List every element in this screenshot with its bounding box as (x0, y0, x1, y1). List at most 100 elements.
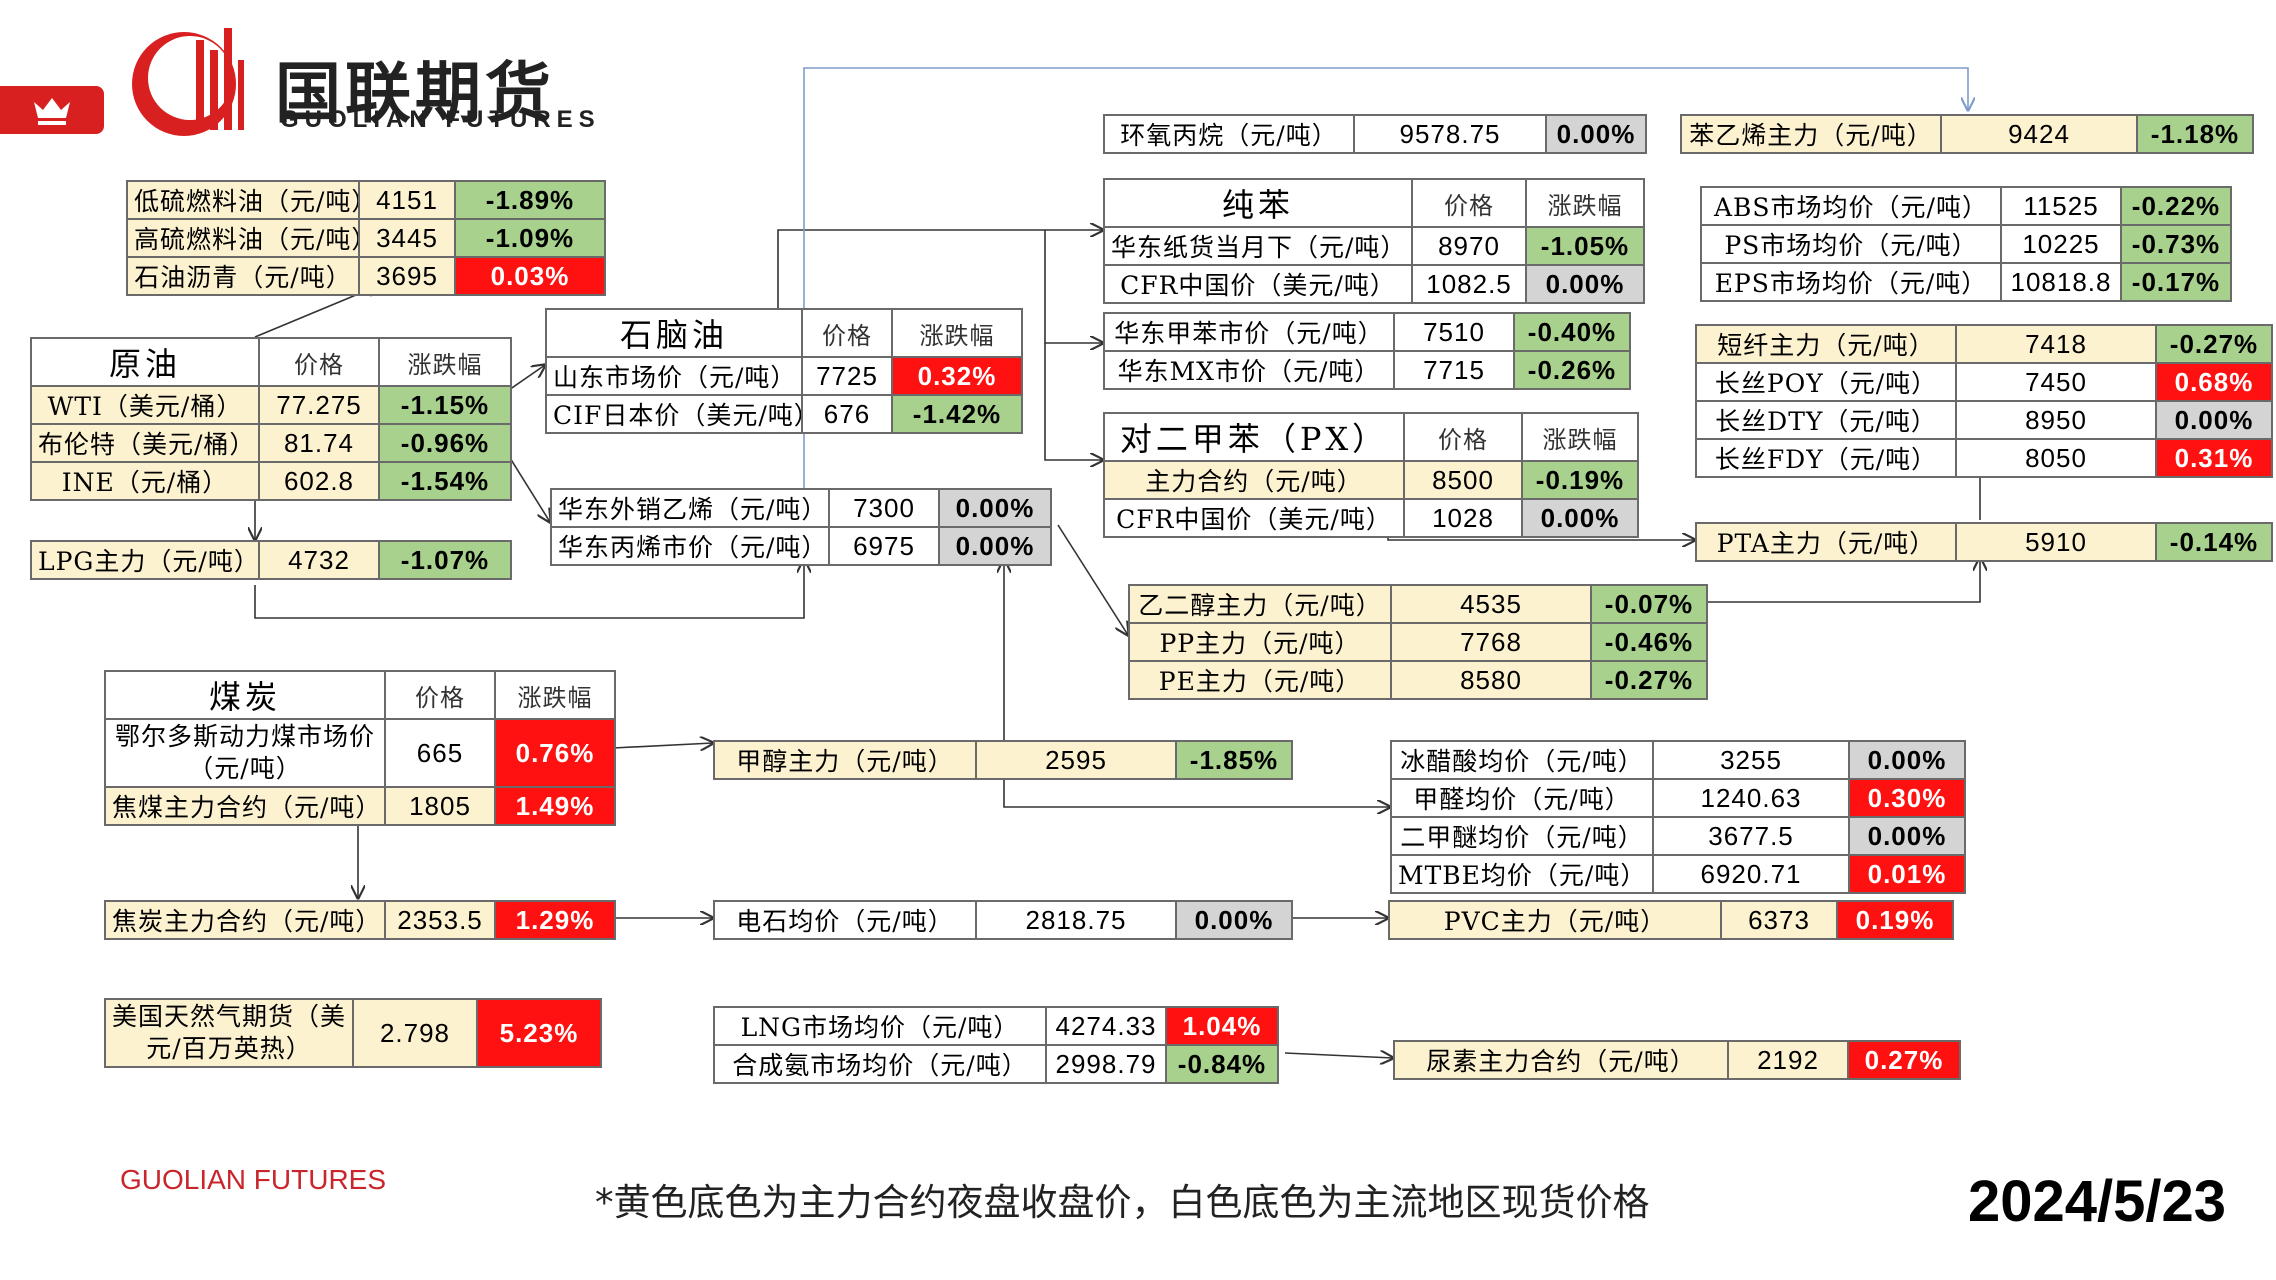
table-title: 对二甲苯（PX） (1103, 412, 1405, 462)
table-header-row: 对二甲苯（PX）价格涨跌幅 (1103, 412, 1639, 462)
item-price: 7725 (801, 356, 893, 396)
item-price: 5910 (1955, 522, 2157, 562)
item-name: 长丝FDY（元/吨） (1695, 438, 1957, 478)
item-name: 冰醋酸均价（元/吨） (1390, 740, 1654, 780)
item-change: -0.40% (1513, 312, 1631, 352)
table-row: LPG主力（元/吨）4732-1.07% (30, 540, 512, 580)
px-table: 对二甲苯（PX）价格涨跌幅主力合约（元/吨）8500-0.19%CFR中国价（美… (1103, 412, 1639, 538)
table-row: CIF日本价（美元/吨）676-1.42% (545, 394, 1023, 434)
item-name: ABS市场均价（元/吨） (1700, 186, 2002, 226)
item-name: 尿素主力合约（元/吨） (1393, 1040, 1729, 1080)
item-name: 长丝DTY（元/吨） (1695, 400, 1957, 440)
item-change: 0.00% (1175, 900, 1293, 940)
methanol-table: 甲醇主力（元/吨）2595-1.85% (713, 740, 1293, 780)
link-coal-methanol (612, 743, 713, 748)
item-price: 9424 (1940, 114, 2138, 154)
item-price: 4732 (258, 540, 380, 580)
item-name: PE主力（元/吨） (1128, 660, 1392, 700)
item-name: 焦炭主力合约（元/吨） (104, 900, 386, 940)
item-name: PP主力（元/吨） (1128, 622, 1392, 662)
item-price: 9578.75 (1353, 114, 1547, 154)
footer-brand: GUOLIAN FUTURES (120, 1164, 387, 1195)
item-change: -0.27% (2155, 324, 2273, 364)
table-row: 华东甲苯市价（元/吨）7510-0.40% (1103, 312, 1631, 352)
price-column-header: 价格 (801, 308, 893, 358)
item-price: 4535 (1390, 584, 1592, 624)
item-change: -0.07% (1590, 584, 1708, 624)
item-name: 华东MX市价（元/吨） (1103, 350, 1395, 390)
item-price: 2998.79 (1045, 1044, 1167, 1084)
item-price: 2192 (1727, 1040, 1849, 1080)
item-name: PTA主力（元/吨） (1695, 522, 1957, 562)
item-name: PVC主力（元/吨） (1388, 900, 1722, 940)
item-name: 低硫燃料油（元/吨） (126, 180, 360, 220)
table-row: 布伦特（美元/桶）81.74-0.96% (30, 423, 512, 463)
guolian-logo-icon (132, 28, 244, 136)
item-name: 甲醇主力（元/吨） (713, 740, 977, 780)
item-change: -0.96% (378, 423, 512, 463)
item-price: 7450 (1955, 362, 2157, 402)
table-row: 合成氨市场均价（元/吨）2998.79-0.84% (713, 1044, 1279, 1084)
link-naphtha-toluene (1044, 230, 1103, 343)
pta-table: PTA主力（元/吨）5910-0.14% (1695, 522, 2273, 562)
link-methanol-derivs (1003, 775, 1390, 807)
item-change: -0.27% (1590, 660, 1708, 700)
item-name: 长丝POY（元/吨） (1695, 362, 1957, 402)
table-row: 苯乙烯主力（元/吨）9424-1.18% (1680, 114, 2254, 154)
table-header-row: 纯苯价格涨跌幅 (1103, 178, 1645, 228)
item-name: 苯乙烯主力（元/吨） (1680, 114, 1942, 154)
item-price: 81.74 (258, 423, 380, 463)
item-name: CFR中国价（美元/吨） (1103, 264, 1413, 304)
item-name: 短纤主力（元/吨） (1695, 324, 1957, 364)
item-name: 焦煤主力合约（元/吨） (104, 786, 386, 826)
item-change: -1.42% (891, 394, 1023, 434)
table-title: 煤炭 (104, 670, 386, 720)
item-change: -0.22% (2120, 186, 2232, 226)
item-change: -0.46% (1590, 622, 1708, 662)
item-change: -0.19% (1521, 460, 1639, 500)
item-price: 10225 (2000, 224, 2122, 264)
item-name: 鄂尔多斯动力煤市场价（元/吨） (104, 718, 386, 788)
item-name: WTI（美元/桶） (30, 385, 260, 425)
price-column-header: 价格 (384, 670, 496, 720)
crown-icon (34, 98, 70, 125)
table-header-row: 原油价格涨跌幅 (30, 337, 512, 387)
item-price: 8580 (1390, 660, 1592, 700)
report-date: 2024/5/23 (1968, 1169, 2227, 1234)
brand-name-cn: 国联期货 (275, 55, 555, 132)
item-name: 环氧丙烷（元/吨） (1103, 114, 1355, 154)
item-price: 676 (801, 394, 893, 434)
item-price: 6373 (1720, 900, 1838, 940)
link-glycol-pta (1702, 558, 1980, 603)
item-price: 3677.5 (1652, 816, 1850, 856)
item-price: 6920.71 (1652, 854, 1850, 894)
price-column-header: 价格 (258, 337, 380, 387)
item-price: 8500 (1403, 460, 1523, 500)
item-price: 7418 (1955, 324, 2157, 364)
item-change: 0.03% (454, 256, 606, 296)
item-change: -1.18% (2136, 114, 2254, 154)
change-column-header: 涨跌幅 (1525, 178, 1645, 228)
item-change: 0.00% (1525, 264, 1645, 304)
item-name: LNG市场均价（元/吨） (713, 1006, 1047, 1046)
item-change: 1.04% (1165, 1006, 1279, 1046)
